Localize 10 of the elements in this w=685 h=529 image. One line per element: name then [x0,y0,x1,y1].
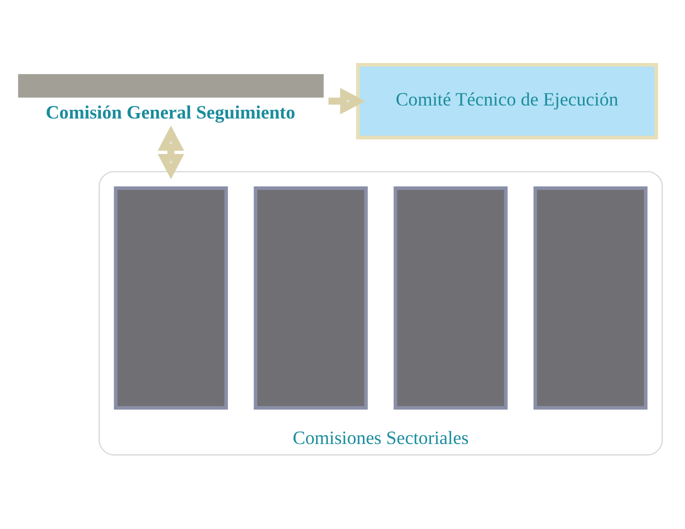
node-bar [114,186,228,410]
node-bar [394,186,508,410]
node-box: Comité Técnico de Ejecución [356,62,658,140]
node-label: Comisión General Seguimiento [46,102,296,124]
node-bar [533,186,648,410]
cluster: Comisiones Sectoriales [98,171,663,456]
arrow [328,88,366,114]
node-bar [254,186,368,410]
node-box [18,74,324,98]
arrow [158,126,184,180]
